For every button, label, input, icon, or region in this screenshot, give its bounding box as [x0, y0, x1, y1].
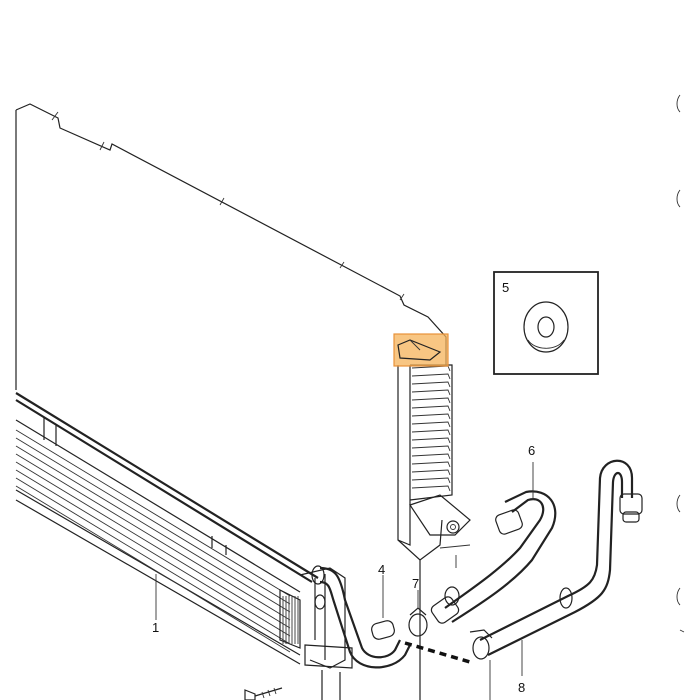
hose-end-fitting-lower — [430, 596, 460, 624]
fin-line — [411, 405, 451, 412]
pipe-connector — [311, 565, 325, 585]
cooler-fin-lines — [15, 429, 291, 653]
cooler-fin-line — [15, 485, 291, 653]
fin-line — [411, 453, 451, 460]
washer-inset-item-5: 5 — [493, 271, 599, 375]
hose-clamp-icon-lower — [472, 636, 490, 660]
cooler-fin-line — [15, 469, 291, 637]
highlighted-bracket[interactable] — [393, 333, 449, 367]
callout-6: 6 — [528, 443, 535, 458]
callout-7: 7 — [412, 576, 419, 591]
radiator-body — [15, 103, 447, 390]
fin-line — [411, 485, 451, 492]
oil-cooler — [15, 392, 353, 700]
hose-item-8: 8 — [469, 459, 643, 700]
fin-line — [411, 397, 451, 404]
cooler-fin-line — [15, 429, 291, 597]
cooler-fin-line — [15, 477, 291, 645]
fin-line — [411, 389, 451, 396]
cooler-fin-line — [15, 445, 291, 613]
cooler-fin-line — [15, 437, 291, 605]
radiator-fin-stack — [397, 364, 471, 700]
connector-item-4: 4 — [371, 562, 395, 640]
washer-icon — [523, 301, 569, 353]
callout-1: 1 — [152, 620, 159, 635]
fin-line — [411, 421, 451, 428]
cooler-fin-line — [15, 453, 291, 621]
cooler-end-hatch — [282, 596, 299, 644]
cooler-fin-line — [15, 461, 291, 629]
fin-line — [411, 461, 451, 468]
hose-item-6: 6 — [430, 443, 557, 624]
fin-lines — [411, 365, 451, 492]
fin-line — [411, 437, 451, 444]
fin-line — [411, 365, 451, 372]
fin-line — [411, 477, 451, 484]
fin-line — [411, 429, 451, 436]
callout-5: 5 — [502, 280, 509, 295]
callout-group-1: 1 — [152, 574, 159, 635]
hose-clamp-icon — [408, 613, 428, 637]
fin-line — [411, 381, 451, 388]
hose-end-fitting — [495, 509, 523, 535]
assembly-dash-line — [404, 641, 471, 664]
mount-bolt-head — [446, 520, 460, 534]
fin-line — [411, 373, 451, 380]
page-edge-marks — [676, 94, 685, 633]
inset-frame — [493, 271, 599, 375]
fin-line — [411, 445, 451, 452]
fin-line — [411, 413, 451, 420]
bolt-icon — [244, 687, 283, 700]
callout-8: 8 — [518, 680, 525, 695]
callout-4: 4 — [378, 562, 385, 577]
hose-clamp-item-7: 7 — [408, 576, 428, 637]
cooler-outlet-pipe — [311, 565, 411, 669]
fin-line — [411, 469, 451, 476]
